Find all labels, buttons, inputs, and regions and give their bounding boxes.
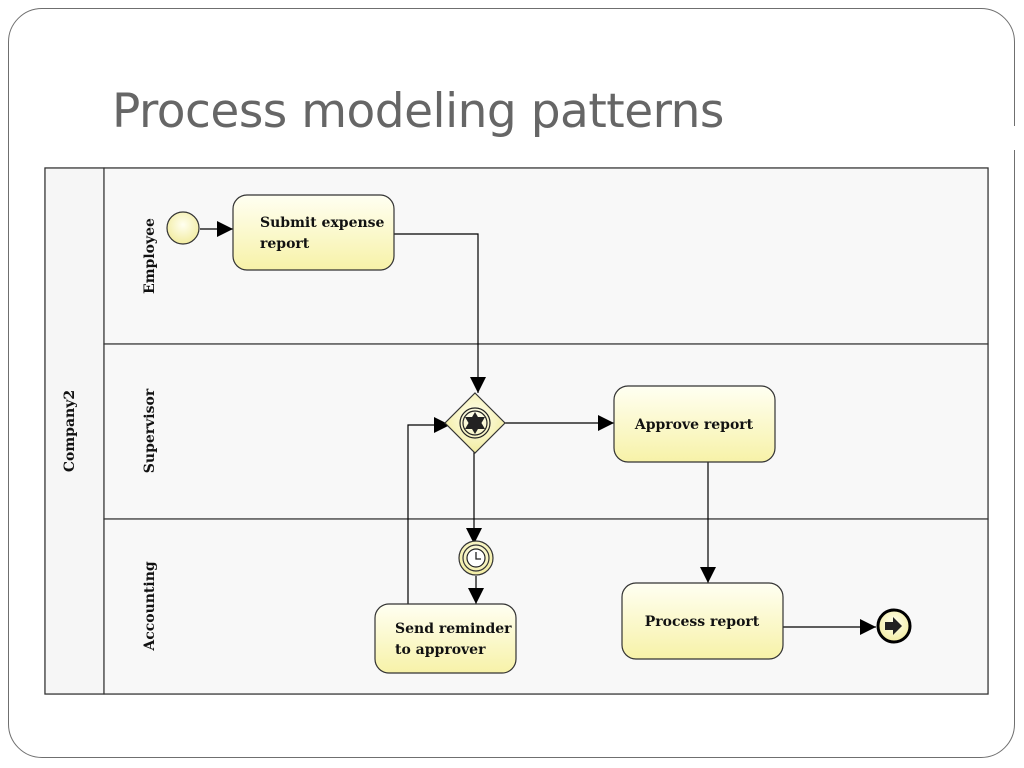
task-approve-label: Approve report: [634, 417, 754, 433]
flow-reminder-to-gateway: [407, 417, 450, 604]
lane-label-employee: Employee: [142, 218, 158, 294]
slide-title: Process modeling patterns: [112, 84, 724, 139]
pool-label: Company2: [62, 390, 78, 472]
flow-submit-to-gateway: [394, 233, 486, 393]
lane-supervisor: [103, 343, 989, 520]
timer-event-icon: [458, 540, 494, 576]
lane-label-supervisor: Supervisor: [142, 388, 158, 473]
task-reminder-label-1: Send reminder: [395, 621, 512, 637]
start-event-icon: [166, 211, 200, 245]
sequence-flows: [200, 221, 876, 635]
task-submit-label-1: Submit expense: [260, 215, 385, 231]
task-submit-expense-report: Submit expense report: [232, 194, 395, 271]
pool-header: [44, 167, 105, 695]
event-based-gateway-icon: [444, 392, 506, 454]
pool: Company2 Employee Supervisor Accounting: [44, 167, 989, 695]
task-process-label: Process report: [645, 614, 760, 630]
task-approve-report: Approve report: [613, 385, 776, 463]
lane-label-accounting: Accounting: [142, 561, 158, 652]
task-submit-label-2: report: [260, 236, 310, 252]
task-process-report: Process report: [621, 582, 784, 660]
end-event-icon: [876, 608, 912, 644]
lane-accounting: [103, 518, 989, 695]
task-send-reminder: Send reminder to approver: [374, 603, 517, 674]
task-reminder-label-2: to approver: [395, 642, 486, 658]
title-rule: [1013, 126, 1015, 150]
